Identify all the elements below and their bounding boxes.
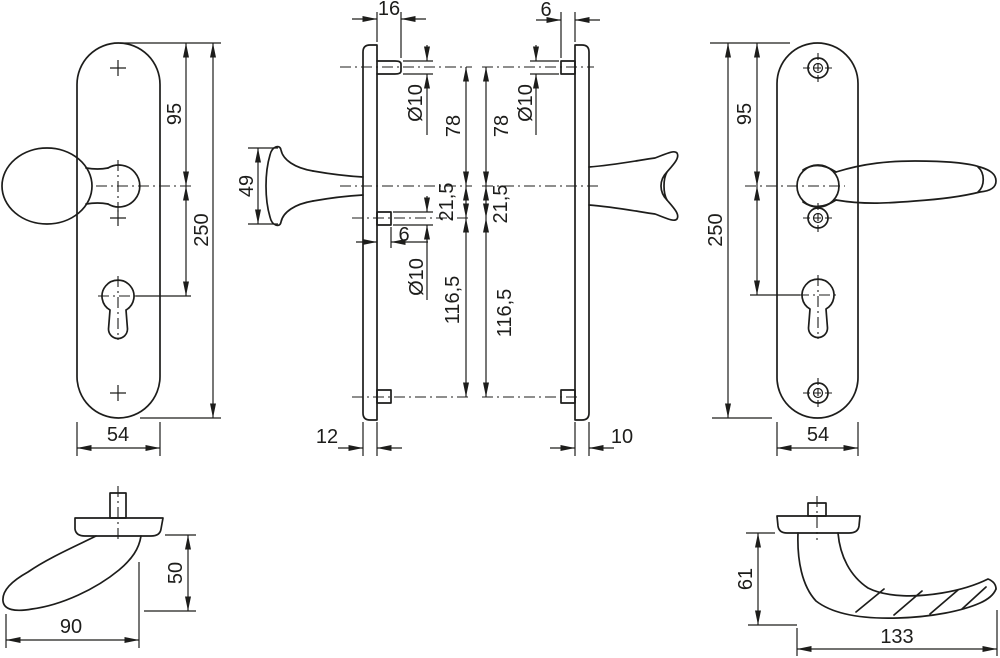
dim-label-54: 54 xyxy=(107,424,129,446)
dim-label-90: 90 xyxy=(60,616,82,638)
lever-neck-detail xyxy=(802,164,837,208)
backplate-outline xyxy=(776,42,859,419)
dim-label-21-5: 21,5 xyxy=(436,183,458,222)
knob-front xyxy=(1,147,93,225)
dim-label-16: 16 xyxy=(378,0,400,20)
lever-grip xyxy=(835,160,997,204)
centerline xyxy=(798,275,838,339)
lever-end-detail xyxy=(660,171,668,201)
dim-label-78: 78 xyxy=(443,115,465,137)
keyhole xyxy=(801,278,835,339)
dim-label-61: 61 xyxy=(735,568,757,590)
dim-label-133: 133 xyxy=(880,626,913,648)
dim-label-6: 6 xyxy=(398,224,409,246)
knob-stem xyxy=(312,170,364,202)
screw-hole xyxy=(803,203,833,233)
screw-mark xyxy=(110,385,126,401)
knob-flange xyxy=(74,517,164,537)
dim-label-10: 10 xyxy=(611,426,633,448)
dim-label-dia10: Ø10 xyxy=(405,84,427,122)
dim-label-250: 250 xyxy=(705,213,727,246)
dim-label-6: 6 xyxy=(540,0,551,21)
dim-label-dia10-low: Ø10 xyxy=(406,258,428,296)
knob-top-outline xyxy=(2,535,142,612)
plate-profile xyxy=(362,44,378,421)
dim-label-95: 95 xyxy=(164,103,186,125)
dim-label-54: 54 xyxy=(807,424,829,446)
dim-label-95: 95 xyxy=(734,103,756,125)
dim-label-dia10: Ø10 xyxy=(515,84,537,122)
dim-label-50: 50 xyxy=(165,562,187,584)
lever-top-inner xyxy=(837,532,997,597)
dim-label-116-5: 116,5 xyxy=(442,276,464,325)
plate-profile xyxy=(574,44,590,421)
screw-hole xyxy=(803,53,833,83)
knob-side xyxy=(265,145,314,227)
view-knob-plate-side: 16 Ø10 49 6 Ø10 78 21,5 116,5 12 xyxy=(236,0,472,456)
lever-grooves xyxy=(855,586,987,616)
view-lever-plate-side: 6 Ø10 78 21,5 116,5 10 xyxy=(482,0,679,456)
keyhole xyxy=(101,279,135,340)
dim-label-116-5: 116,5 xyxy=(494,289,516,338)
view-lever-top: 61 133 xyxy=(735,496,998,656)
backplate-outline xyxy=(76,42,161,419)
dim-label-12: 12 xyxy=(316,426,338,448)
screw-hole xyxy=(803,378,833,408)
dim-label-49: 49 xyxy=(236,175,258,197)
dim-label-21-5: 21,5 xyxy=(490,185,512,224)
view-knob-plate-front: 95 250 54 xyxy=(1,42,221,456)
lever-top-outer xyxy=(797,532,997,619)
lever-grip-detail xyxy=(977,166,985,193)
centerline xyxy=(98,276,136,340)
dim-label-78: 78 xyxy=(491,115,513,137)
knob-neck xyxy=(85,167,109,205)
screw-mark xyxy=(110,210,126,226)
view-lever-plate-front: 95 250 54 xyxy=(705,42,997,456)
dim-label-250: 250 xyxy=(191,213,213,246)
fixing-bolt xyxy=(376,60,402,75)
lever-flange xyxy=(776,515,861,534)
screw-mark xyxy=(110,60,126,76)
view-knob-top: 50 90 xyxy=(2,486,196,648)
lever-end xyxy=(588,150,679,222)
